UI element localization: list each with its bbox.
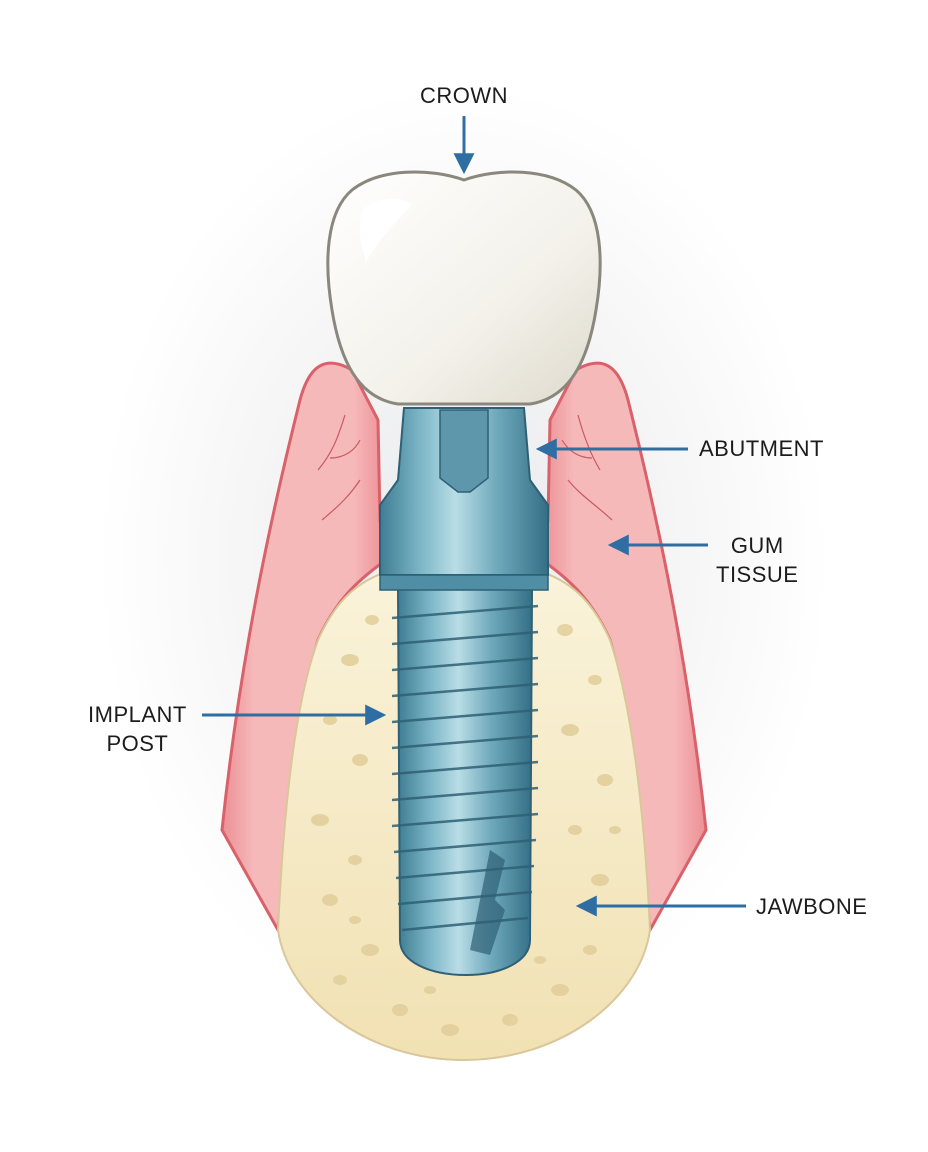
abutment-label: ABUTMENT — [699, 434, 824, 463]
implant-post-label-line1: IMPLANT — [88, 702, 187, 727]
gum-tissue-label: GUM TISSUE — [716, 531, 798, 589]
implant-post — [391, 574, 539, 977]
implant-post-label-line2: POST — [106, 731, 169, 756]
abutment — [379, 407, 549, 591]
crown — [326, 170, 602, 406]
jawbone-label-text: JAWBONE — [756, 894, 868, 919]
jawbone-label: JAWBONE — [756, 892, 867, 921]
abutment-label-text: ABUTMENT — [699, 436, 824, 461]
implant-post-label: IMPLANT POST — [88, 700, 187, 758]
gum-tissue — [220, 361, 708, 935]
gum-tissue-label-line2: TISSUE — [716, 562, 799, 587]
crown-label: CROWN — [420, 81, 508, 110]
crown-label-text: CROWN — [419, 83, 509, 108]
annotation-arrows — [202, 116, 746, 917]
gum-tissue-label-line1: GUM — [730, 533, 784, 558]
